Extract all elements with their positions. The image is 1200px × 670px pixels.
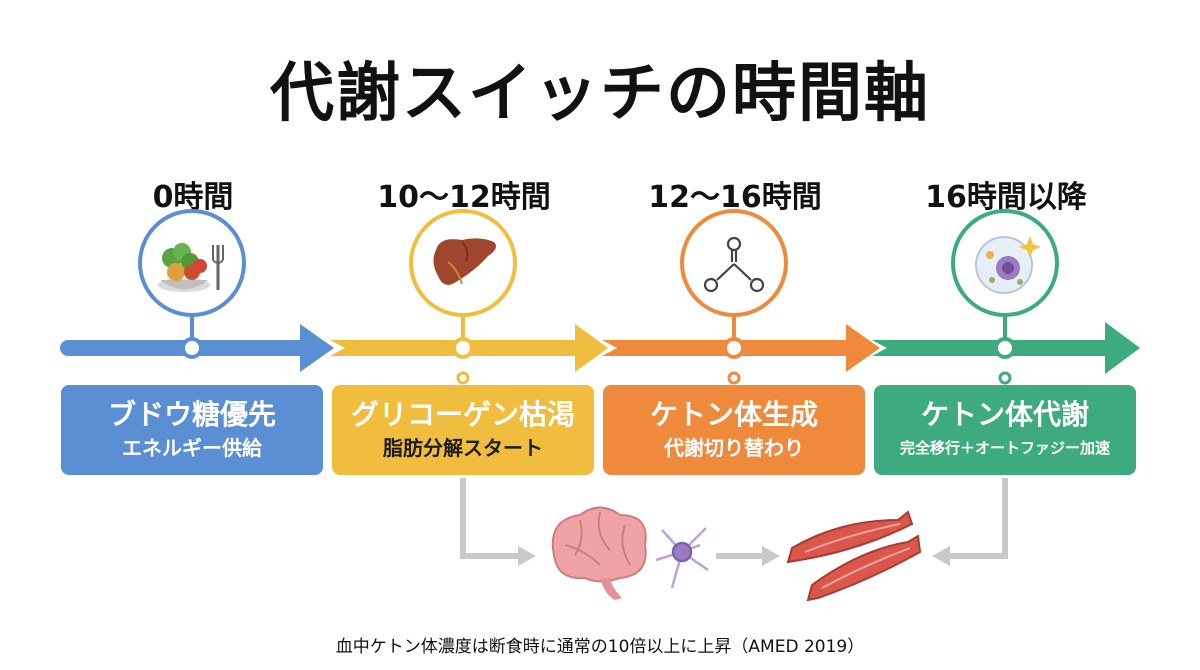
stage-title-0: ブドウ糖優先 [107, 398, 276, 431]
liver-icon [433, 238, 496, 285]
gray-connector-left [460, 478, 536, 566]
stage-pin-2 [680, 209, 788, 359]
stage-title-2: ケトン体生成 [649, 398, 818, 431]
stage-pin-1 [409, 209, 517, 359]
stage-subtitle-0: エネルギー供給 [122, 436, 262, 460]
stage-subtitle-2: 代謝切り替わり [664, 436, 804, 460]
gray-connector-right [932, 478, 1008, 566]
stage-box-1: グリコーゲン枯渇 脂肪分解スタート [332, 385, 594, 475]
brain-icon [551, 506, 647, 600]
meal-icon [158, 243, 224, 292]
footnote: 血中ケトン体濃度は断食時に通常の10倍以上に上昇（AMED 2019） [335, 637, 865, 657]
stage-box-3: ケトン体代謝 完全移行＋オートファジー加速 [874, 385, 1136, 475]
stage-title-1: グリコーゲン枯渇 [350, 398, 575, 431]
stage-subtitle-1: 脂肪分解スタート [383, 436, 543, 460]
neuron-icon [655, 527, 709, 589]
stage-box-2: ケトン体生成 代謝切り替わり [603, 385, 865, 475]
muscle-icon [786, 510, 922, 602]
stage-box-0: ブドウ糖優先 エネルギー供給 [61, 385, 323, 475]
stage-title-3: ケトン体代謝 [920, 398, 1089, 431]
cell-autophagy-icon [975, 236, 1041, 294]
stage-subtitle-3: 完全移行＋オートファジー加速 [899, 439, 1110, 457]
gray-connector-middle [716, 546, 780, 566]
ketone-molecule-icon [703, 236, 765, 293]
page-title: 代謝スイッチの時間軸 [270, 57, 930, 131]
